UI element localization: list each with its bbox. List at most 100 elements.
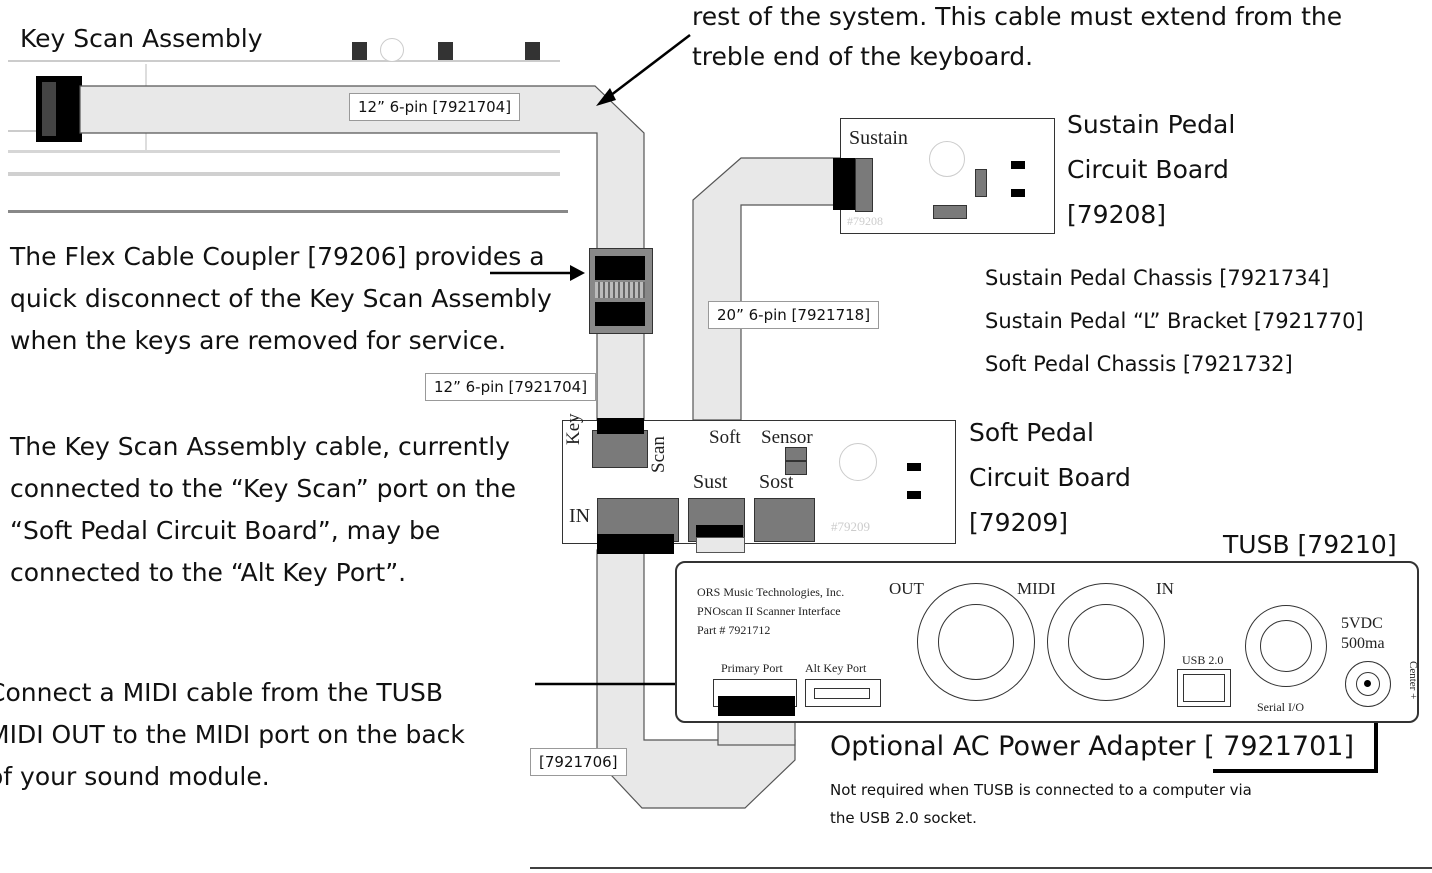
key-scan-assembly-title: Key Scan Assembly [20, 24, 263, 53]
coupler-note-line2: quick disconnect of the Key Scan Assembl… [10, 284, 552, 313]
soft-board-keyscan-plug [597, 418, 644, 434]
tusb-out-label: OUT [889, 579, 924, 598]
soft-board-keyscan-port [592, 430, 648, 468]
sustain-board-sensor-circle [929, 141, 965, 177]
tusb-center: Center + [1407, 661, 1419, 700]
sustain-board-label2: Circuit Board [1067, 155, 1229, 184]
soft-board-chip [907, 463, 921, 471]
tusb-volts: 5VDC [1341, 615, 1383, 632]
keyscan-note-line4: connected to the “Alt Key Port”. [10, 558, 407, 587]
coupler-note-line3: when the keys are removed for service. [10, 326, 507, 355]
power-adapter-note1: Not required when TUSB is connected to a… [830, 781, 1252, 799]
sustain-board-label3: [79208] [1067, 200, 1167, 229]
sustain-board-chip [1011, 161, 1025, 169]
soft-board-chip [907, 491, 921, 499]
soft-board-sensor-component [785, 447, 807, 461]
tusb-in-label: IN [1156, 579, 1174, 598]
sustain-board-chip [1011, 189, 1025, 197]
tusb-alt-key-port[interactable] [805, 679, 881, 707]
sustain-board-resistor [933, 205, 967, 219]
soft-board-in-plug [597, 534, 674, 554]
cable-label-mid-12in: 12” 6-pin [7921704] [425, 373, 597, 401]
top-note-line1: rest of the system. This cable must exte… [692, 2, 1343, 31]
tusb-power-jack-inner [1356, 672, 1380, 696]
chassis-soft: Soft Pedal Chassis [7921732] [985, 352, 1293, 376]
tusb-primary-port-label: Primary Port [721, 661, 783, 675]
tusb-serial-label: Serial I/O [1257, 700, 1304, 714]
keyscan-note-line3: “Soft Pedal Circuit Board”, may be [10, 516, 441, 545]
arrow-coupler-head [570, 265, 585, 281]
tusb-midi-out-inner [938, 604, 1014, 680]
soft-board-silk-sost: Sost [759, 471, 794, 493]
tusb-alt-key-port-slot [814, 688, 870, 699]
flex-cable-coupler-top [595, 256, 645, 280]
flex-cable-vertical [596, 329, 645, 421]
tusb-midi-in-port[interactable] [1047, 583, 1165, 701]
tusb-serial-inner [1260, 620, 1312, 672]
soft-board-silk-scan: Scan [648, 436, 669, 473]
soft-board-sensor-component [785, 461, 807, 475]
top-note-line2: treble end of the keyboard. [692, 42, 1034, 71]
key-scan-connector-inner [42, 82, 56, 136]
soft-board-silk-in: IN [569, 505, 591, 527]
sustain-board-connector-body [855, 158, 873, 212]
tusb-product: PNOscan II Scanner Interface [697, 604, 841, 618]
tusb-primary-port-plug [718, 696, 795, 716]
tusb-midi-label: MIDI [1017, 579, 1056, 598]
key-scan-component [525, 42, 540, 60]
flex-cable-coupler-bottom [595, 302, 645, 326]
tusb-serial-port[interactable] [1245, 605, 1327, 687]
tusb-title: TUSB [79210] [1223, 530, 1397, 559]
key-scan-component [352, 42, 367, 60]
key-scan-rail-bottom [8, 210, 568, 213]
coupler-note-line1: The Flex Cable Coupler [79206] provides … [10, 242, 545, 271]
soft-board-sust-plug [696, 525, 743, 537]
sustain-board-label1: Sustain Pedal [1067, 110, 1236, 139]
soft-board-silk-sensor: Sensor [761, 427, 813, 448]
tusb-usb-label: USB 2.0 [1182, 653, 1224, 667]
midi-note-line2: MIDI OUT to the MIDI port on the back [0, 720, 465, 749]
cable-label-sustain-20in: 20” 6-pin [7921718] [708, 301, 880, 329]
tusb-usb-slot [1183, 674, 1225, 702]
chassis-sustain-bracket: Sustain Pedal “L” Bracket [7921770] [985, 309, 1364, 333]
power-adapter-note2: the USB 2.0 socket. [830, 809, 977, 827]
tusb-midi-in-inner [1068, 604, 1144, 680]
tusb-midi-out-port[interactable] [917, 583, 1035, 701]
cable-label-bottom: [7921706] [530, 748, 627, 776]
sustain-board-silk: Sustain [849, 127, 908, 149]
soft-board-part-silk: #79209 [831, 519, 870, 534]
arrow-top-note-head [596, 88, 616, 106]
key-scan-rail-top [8, 60, 560, 62]
midi-note-line1: Connect a MIDI cable from the TUSB [0, 678, 443, 707]
soft-board-sost-port [754, 498, 815, 542]
tusb-amps: 500ma [1341, 635, 1385, 652]
arrow-power [1213, 712, 1378, 773]
soft-board-sust-cable-stub [696, 537, 745, 553]
tusb-power-jack[interactable] [1345, 661, 1391, 707]
sustain-board-part-silk: #79208 [847, 214, 883, 228]
cable-label-top-12in: 12” 6-pin [7921704] [349, 93, 521, 121]
key-scan-rail-low2 [8, 172, 560, 176]
tusb-usb-port[interactable] [1177, 669, 1231, 707]
key-scan-component-circle [380, 38, 404, 62]
keyscan-note-line1: The Key Scan Assembly cable, currently [10, 432, 510, 461]
soft-board-label1: Soft Pedal [969, 418, 1094, 447]
midi-note-line3: of your sound module. [0, 762, 270, 791]
flex-cable-coupler-pins [595, 282, 645, 298]
soft-board-sensor-circle [839, 443, 877, 481]
chassis-sustain: Sustain Pedal Chassis [7921734] [985, 266, 1330, 290]
keyscan-note-line2: connected to the “Key Scan” port on the [10, 474, 516, 503]
soft-board-silk-key: Key [563, 413, 584, 445]
sustain-pedal-board: Sustain #79208 [840, 118, 1055, 234]
power-adapter-title: Optional AC Power Adapter [ 7921701] [830, 731, 1354, 762]
soft-board-silk-sust: Sust [693, 471, 728, 493]
arrow-top-note [601, 34, 691, 103]
sustain-board-component [975, 169, 987, 197]
tusb-maker: ORS Music Technologies, Inc. [697, 585, 845, 599]
soft-board-label3: [79209] [969, 508, 1069, 537]
key-scan-component [438, 42, 453, 60]
tusb-power-jack-pin [1364, 680, 1371, 687]
tusb-part: Part # 7921712 [697, 623, 771, 637]
tusb-alt-key-port-label: Alt Key Port [805, 661, 867, 675]
flex-cable-sustain [692, 157, 841, 421]
